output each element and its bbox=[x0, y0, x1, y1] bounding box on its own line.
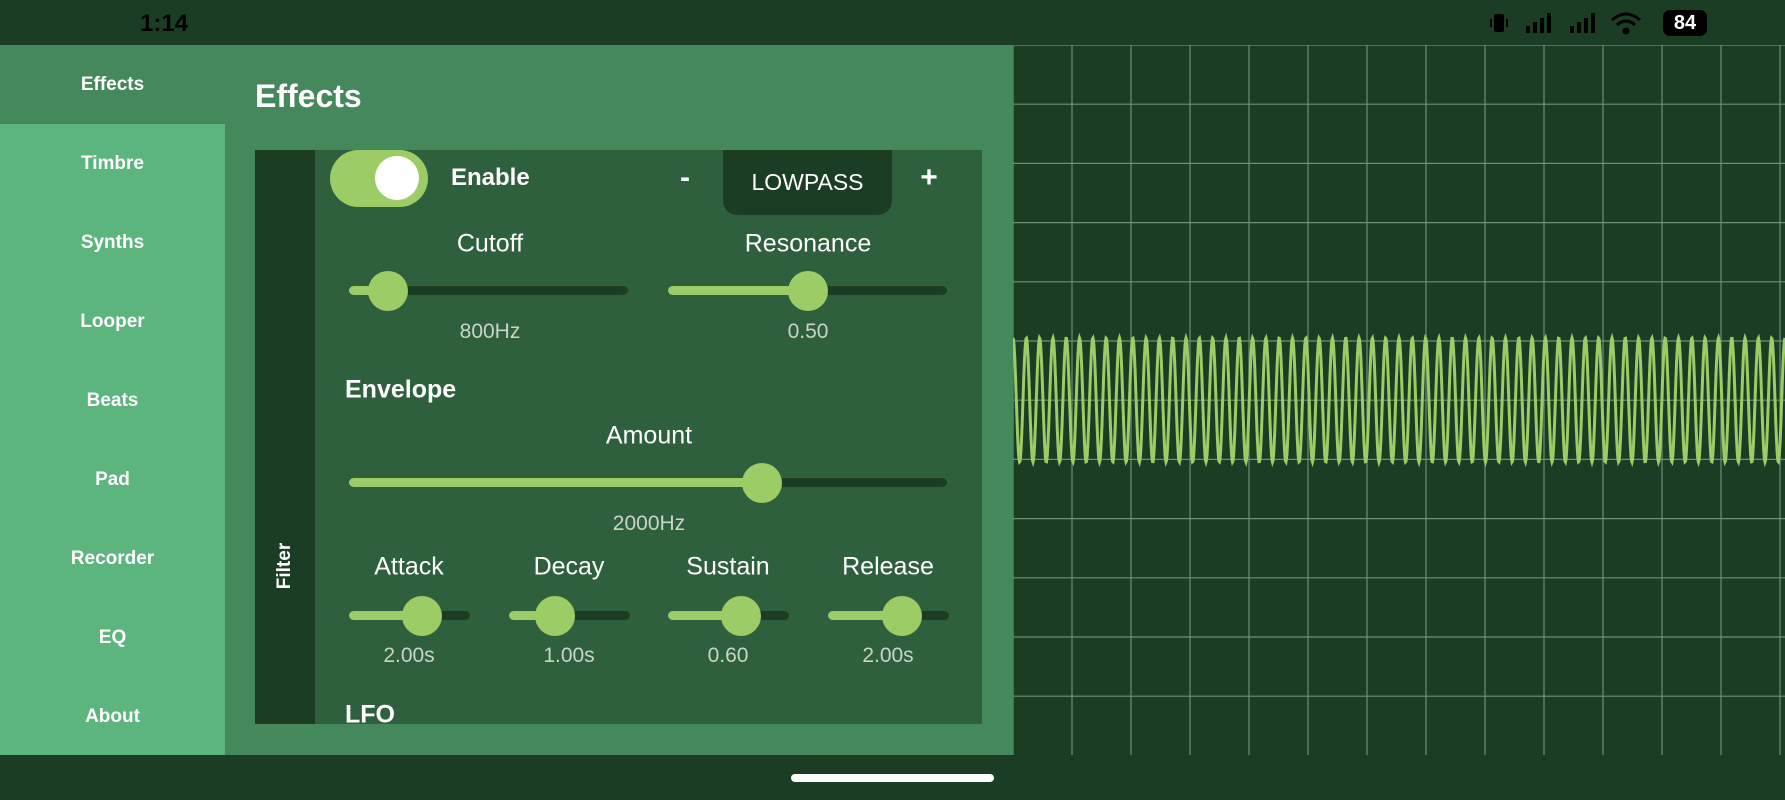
cutoff-value: 800Hz bbox=[459, 320, 521, 343]
oscilloscope-display bbox=[1011, 44, 1785, 755]
sidebar-item-label: About bbox=[85, 705, 140, 727]
slider-thumb[interactable] bbox=[787, 270, 828, 311]
decay-label: Decay bbox=[533, 552, 605, 581]
filter-tab[interactable]: Filter bbox=[255, 150, 315, 724]
status-bar: 1:14 84 bbox=[0, 0, 1785, 45]
resonance-value: 0.50 bbox=[787, 320, 829, 343]
signal-icon bbox=[1526, 13, 1551, 33]
release-slider[interactable] bbox=[828, 595, 949, 636]
slider-thumb[interactable] bbox=[741, 462, 782, 503]
status-time: 1:14 bbox=[140, 10, 189, 37]
amount-label: Amount bbox=[605, 421, 693, 450]
sustain-label: Sustain bbox=[686, 552, 770, 581]
amount-slider[interactable] bbox=[349, 462, 947, 503]
sidebar-item-label: Pad bbox=[95, 468, 130, 490]
slider-thumb[interactable] bbox=[534, 595, 575, 636]
cutoff-slider[interactable] bbox=[349, 270, 628, 311]
sidebar-item-label: Recorder bbox=[70, 547, 155, 569]
resonance-label: Resonance bbox=[744, 229, 872, 258]
sidebar-item-timbre[interactable]: Timbre bbox=[0, 124, 225, 203]
slider-thumb[interactable] bbox=[720, 595, 761, 636]
lfo-heading: LFO bbox=[345, 700, 395, 725]
status-icons bbox=[1490, 12, 1641, 35]
sidebar-item-recorder[interactable]: Recorder bbox=[0, 519, 225, 598]
sustain-slider[interactable] bbox=[668, 595, 789, 636]
attack-slider[interactable] bbox=[349, 595, 470, 636]
sidebar-item-looper[interactable]: Looper bbox=[0, 282, 225, 361]
slider-thumb[interactable] bbox=[401, 595, 442, 636]
sidebar-item-synths[interactable]: Synths bbox=[0, 203, 225, 282]
cutoff-label: Cutoff bbox=[456, 229, 524, 258]
battery-level: 84 bbox=[1673, 11, 1697, 34]
battery-icon: 84 bbox=[1663, 10, 1707, 36]
amount-value: 2000Hz bbox=[612, 512, 686, 535]
attack-value: 2.00s bbox=[383, 644, 435, 667]
release-label: Release bbox=[842, 552, 934, 581]
filter-type-prev-button[interactable]: - bbox=[680, 161, 690, 194]
enable-label: Enable bbox=[451, 164, 530, 191]
toggle-knob bbox=[375, 156, 419, 200]
sidebar-item-label: Synths bbox=[80, 231, 145, 253]
resonance-slider[interactable] bbox=[668, 270, 947, 311]
enable-toggle[interactable] bbox=[330, 150, 428, 207]
sidebar-item-label: Beats bbox=[86, 389, 139, 411]
sidebar-item-beats[interactable]: Beats bbox=[0, 361, 225, 440]
sidebar-item-label: Timbre bbox=[80, 152, 144, 174]
vibrate-icon bbox=[1490, 14, 1508, 32]
sidebar-item-label: EQ bbox=[98, 626, 127, 648]
filter-tab-label: Filter bbox=[274, 542, 295, 590]
envelope-heading: Envelope bbox=[345, 375, 457, 404]
decay-value: 1.00s bbox=[543, 644, 595, 667]
filter-type-next-button[interactable]: + bbox=[920, 161, 938, 194]
sidebar-item-about[interactable]: About bbox=[0, 677, 225, 756]
wifi-icon bbox=[1611, 12, 1641, 35]
sidebar-item-effects[interactable]: Effects bbox=[0, 45, 225, 124]
sidebar-item-label: Effects bbox=[80, 73, 145, 95]
sidebar-item-eq[interactable]: EQ bbox=[0, 598, 225, 677]
decay-slider[interactable] bbox=[509, 595, 630, 636]
filter-type-display: LOWPASS bbox=[723, 150, 892, 215]
home-indicator[interactable] bbox=[791, 774, 994, 782]
oscilloscope bbox=[1011, 44, 1785, 755]
attack-label: Attack bbox=[374, 552, 444, 581]
page-title: Effects bbox=[255, 78, 362, 114]
release-value: 2.00s bbox=[862, 644, 914, 667]
filter-type-value: LOWPASS bbox=[751, 169, 864, 195]
signal-icon bbox=[1570, 13, 1595, 33]
slider-thumb[interactable] bbox=[881, 595, 922, 636]
waveform bbox=[1011, 332, 1785, 468]
sidebar-item-label: Looper bbox=[80, 310, 145, 332]
filter-card: Filter Enable - LOWPASS + Cutoff 800Hz R… bbox=[255, 150, 982, 724]
sidebar-item-pad[interactable]: Pad bbox=[0, 440, 225, 519]
sustain-value: 0.60 bbox=[707, 644, 749, 667]
slider-thumb[interactable] bbox=[368, 270, 409, 311]
